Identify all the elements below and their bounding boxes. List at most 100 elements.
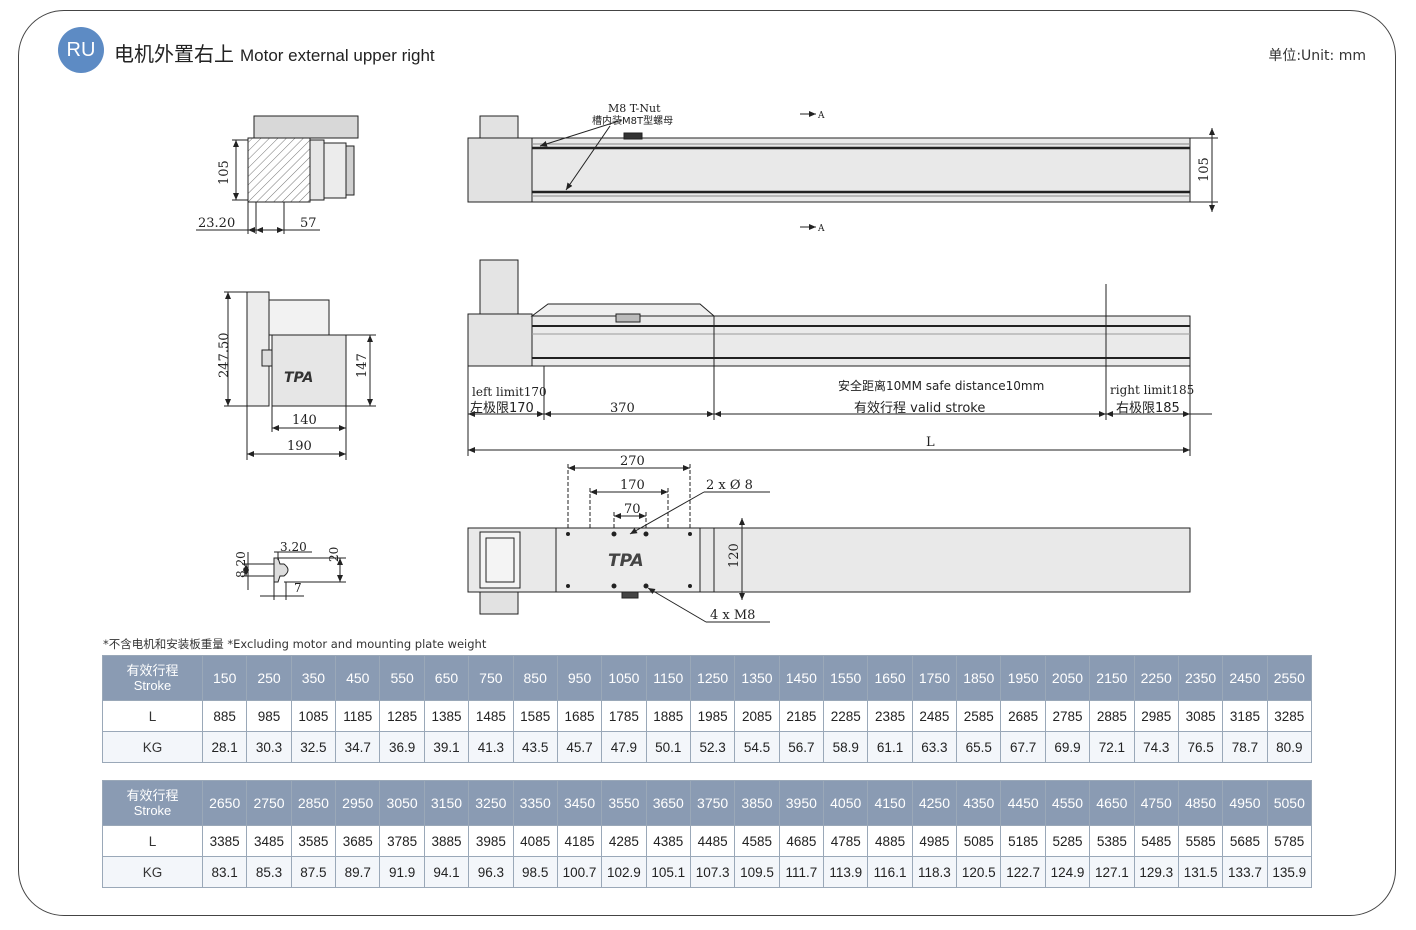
length-cell: 1585 — [512, 700, 558, 732]
weight-cell: 32.5 — [290, 731, 337, 763]
dim-147: 147 — [355, 353, 370, 378]
weight-cell: 89.7 — [335, 856, 381, 888]
weight-cell: 124.9 — [1044, 856, 1091, 888]
length-cell: 2585 — [956, 700, 1002, 732]
length-cell: 1085 — [290, 700, 337, 732]
stroke-label-en: Stroke — [133, 678, 172, 693]
length-cell: 4185 — [556, 825, 603, 857]
weight-cell: 34.7 — [335, 731, 381, 763]
stroke-cell: 3750 — [689, 780, 736, 826]
weight-cell: 96.3 — [468, 856, 514, 888]
length-cell: 1885 — [645, 700, 691, 732]
length-cell: 1385 — [423, 700, 470, 732]
weight-cell: 85.3 — [246, 856, 292, 888]
stroke-cell: 550 — [379, 655, 425, 701]
weight-cell: 50.1 — [645, 731, 691, 763]
length-cell: 5085 — [956, 825, 1002, 857]
weight-cell: 98.5 — [512, 856, 558, 888]
stroke-cell: 1950 — [1000, 655, 1046, 701]
stroke-cell: 4650 — [1089, 780, 1135, 826]
stroke-cell: 150 — [201, 655, 248, 701]
logo-middle-view: TPA — [284, 370, 313, 386]
weight-cell: 76.5 — [1177, 731, 1224, 763]
length-cell: 2385 — [867, 700, 913, 732]
length-cell: 3685 — [335, 825, 381, 857]
dim-20: 20 — [327, 547, 341, 562]
stroke-cell: 4450 — [1000, 780, 1046, 826]
weight-cell: 120.5 — [956, 856, 1002, 888]
valid-stroke-label: 有效行程 valid stroke — [854, 401, 985, 416]
weight-cell: 30.3 — [246, 731, 292, 763]
stroke-cell: 3450 — [556, 780, 603, 826]
weight-cell: 107.3 — [689, 856, 736, 888]
dim-270: 270 — [620, 454, 645, 469]
stroke-label-cn: 有效行程 — [126, 788, 179, 803]
weight-cell: 74.3 — [1133, 731, 1179, 763]
length-cell: 4385 — [645, 825, 691, 857]
stroke-cell: 3050 — [379, 780, 425, 826]
weight-cell: 72.1 — [1089, 731, 1135, 763]
stroke-cell: 4250 — [911, 780, 958, 826]
weight-cell: 56.7 — [778, 731, 825, 763]
weight-cell: 116.1 — [867, 856, 913, 888]
stroke-label-cn: 有效行程 — [126, 663, 179, 678]
weight-cell: 87.5 — [290, 856, 337, 888]
stroke-cell: 2950 — [335, 780, 381, 826]
section-mark-bottom: A — [817, 224, 825, 234]
weight-cell: 36.9 — [379, 731, 425, 763]
weight-cell: 83.1 — [201, 856, 248, 888]
weight-cell: 100.7 — [556, 856, 603, 888]
top-view — [467, 111, 1218, 230]
title-en: Motor external upper right — [240, 46, 435, 65]
stroke-cell: 1250 — [689, 655, 736, 701]
stroke-cell: 5050 — [1266, 780, 1313, 826]
stroke-cell: 650 — [423, 655, 470, 701]
weight-cell: 43.5 — [512, 731, 558, 763]
length-cell: 3185 — [1222, 700, 1268, 732]
weight-cell: 94.1 — [423, 856, 470, 888]
length-cell: 2285 — [823, 700, 869, 732]
weight-cell: 67.7 — [1000, 731, 1046, 763]
dim-23-20: 23.20 — [198, 216, 235, 231]
weight-cell: 105.1 — [645, 856, 691, 888]
length-cell: 985 — [246, 700, 292, 732]
stroke-cell: 850 — [512, 655, 558, 701]
length-cell: 5485 — [1133, 825, 1179, 857]
safe-distance-label: 安全距离10MM safe distance10mm — [838, 378, 1044, 393]
weight-cell: 78.7 — [1222, 731, 1268, 763]
stroke-cell: 2550 — [1266, 655, 1313, 701]
length-cell: 5285 — [1044, 825, 1091, 857]
unit-label: 单位:Unit: mm — [1268, 48, 1366, 64]
stroke-cell: 4950 — [1222, 780, 1268, 826]
dim-170: 170 — [620, 478, 645, 493]
weight-cell: 54.5 — [734, 731, 780, 763]
weight-cell: 69.9 — [1044, 731, 1091, 763]
bottom-view — [467, 464, 1191, 623]
weight-cell: 65.5 — [956, 731, 1002, 763]
weight-note: *不含电机和安装板重量 *Excluding motor and mountin… — [103, 637, 487, 651]
stroke-cell: 2250 — [1133, 655, 1179, 701]
stroke-cell: 1750 — [911, 655, 958, 701]
weight-cell: 129.3 — [1133, 856, 1179, 888]
stroke-cell: 2850 — [290, 780, 337, 826]
weight-row-label: KG — [102, 731, 203, 763]
length-cell: 5685 — [1222, 825, 1268, 857]
stroke-cell: 450 — [335, 655, 381, 701]
stroke-cell: 1550 — [823, 655, 869, 701]
threads-callout: 4 x M8 — [710, 608, 755, 623]
length-cell: 3285 — [1266, 700, 1313, 732]
stroke-cell: 4850 — [1177, 780, 1224, 826]
right-limit-cn: 右极限185 — [1116, 401, 1180, 416]
stroke-cell: 3850 — [734, 780, 780, 826]
stroke-cell: 350 — [290, 655, 337, 701]
length-cell: 885 — [201, 700, 248, 732]
length-cell: 5785 — [1266, 825, 1313, 857]
length-cell: 2685 — [1000, 700, 1046, 732]
left-limit-cn: 左极限170 — [470, 401, 534, 416]
section-mark-top: A — [817, 111, 825, 121]
length-cell: 1285 — [379, 700, 425, 732]
stroke-cell: 1150 — [645, 655, 691, 701]
